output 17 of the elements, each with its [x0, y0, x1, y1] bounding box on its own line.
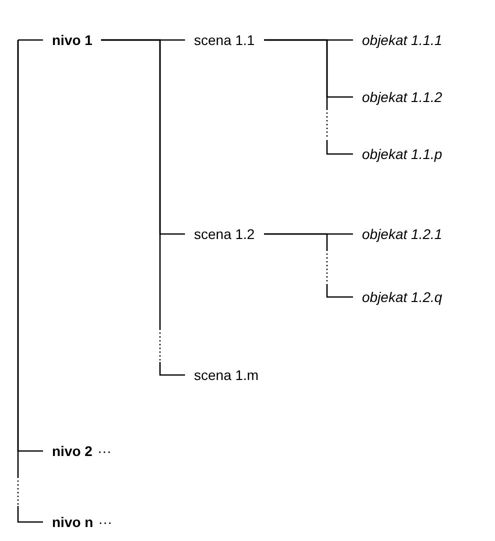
tree-connector [18, 39, 43, 41]
tree-connector [264, 39, 353, 155]
object-label: objekat 1.2.q [362, 288, 442, 306]
object-label: objekat 1.1.1 [362, 31, 442, 49]
scene-label: scena 1.m [194, 366, 259, 384]
scene-label: scena 1.2 [194, 225, 255, 243]
object-label: objekat 1.2.1 [362, 225, 442, 243]
level-label: nivo 2 [52, 442, 92, 460]
level-label: nivo n [52, 513, 94, 531]
ellipsis-text: ··· [97, 442, 112, 460]
object-label: objekat 1.1.2 [362, 88, 442, 106]
scene-label: scena 1.1 [194, 31, 255, 49]
tree-connector [264, 233, 353, 298]
ellipsis-text: ··· [98, 513, 112, 531]
object-label: objekat 1.1.p [362, 145, 442, 163]
level-label: nivo 1 [52, 31, 92, 49]
tree-connector [101, 39, 185, 376]
